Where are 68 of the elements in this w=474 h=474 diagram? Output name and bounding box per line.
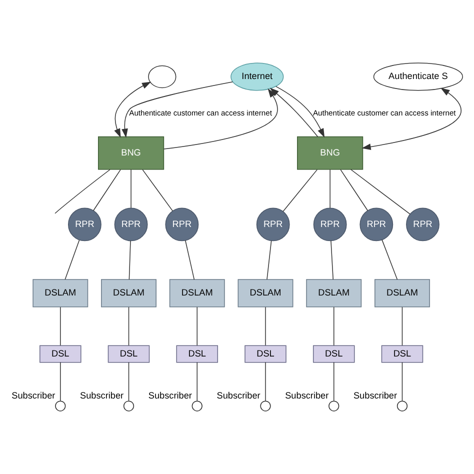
node-ellipse [148,65,176,88]
connector [196,362,198,402]
connector [60,306,61,346]
node-person [192,400,202,412]
connector [60,362,61,402]
connector [266,240,272,280]
connector [402,306,403,346]
node-box: DSL [40,345,82,363]
node-person [328,400,340,412]
node-label: Subscriber [353,390,398,401]
connector [64,240,80,280]
node-box: DSLAM [32,279,88,308]
connector [340,169,368,211]
edge-label: Authenticate customer can access internet [129,108,272,118]
connector [382,239,398,280]
connector [196,306,198,346]
arrow [114,82,152,138]
edge-label: Authenticate customer can access internet [312,108,456,118]
node-person [396,400,408,412]
node-circle: RPR [68,208,102,242]
node-person [55,400,66,412]
node-label: Subscriber [80,390,124,401]
node-box: DSL [176,345,218,363]
connector [330,240,334,280]
node-box: DSLAM [374,279,430,308]
arrow [276,86,325,138]
node-ellipse: Authenticate S [373,62,463,91]
connector [54,169,110,214]
connector [130,169,132,208]
node-box: DSLAM [169,279,225,308]
node-box: DSL [244,345,286,363]
connector [350,169,410,214]
arrow [362,88,462,150]
node-circle: RPR [406,208,440,242]
node-circle: RPR [360,208,394,242]
connector [282,169,318,212]
node-box: BNG [297,136,364,170]
connector [142,169,174,212]
connector [333,306,334,346]
node-box: BNG [98,136,164,170]
connector [265,306,266,346]
node-label: Subscriber [285,390,329,401]
connector [265,362,266,402]
arrow [122,82,233,138]
node-circle: RPR [165,208,199,242]
arrow [270,88,318,138]
node-box: DSL [312,345,355,363]
node-box: DSL [108,345,150,363]
connector [333,362,334,402]
node-box: DSLAM [101,279,156,308]
node-circle: RPR [256,208,290,242]
node-person [260,400,271,412]
connector [93,169,121,211]
connector [128,362,130,402]
node-ellipse: Internet [230,62,284,91]
node-person [123,400,134,412]
node-box: DSLAM [238,279,294,308]
node-label: Subscriber [148,390,192,401]
node-box: DSL [381,345,424,363]
node-label: Subscriber [12,390,56,401]
node-circle: RPR [313,208,347,242]
connector [402,362,403,402]
connector [185,240,195,280]
connector [128,306,130,346]
connector [128,240,131,280]
node-box: DSLAM [306,279,362,308]
node-label: Subscriber [216,390,260,401]
node-circle: RPR [114,208,148,242]
